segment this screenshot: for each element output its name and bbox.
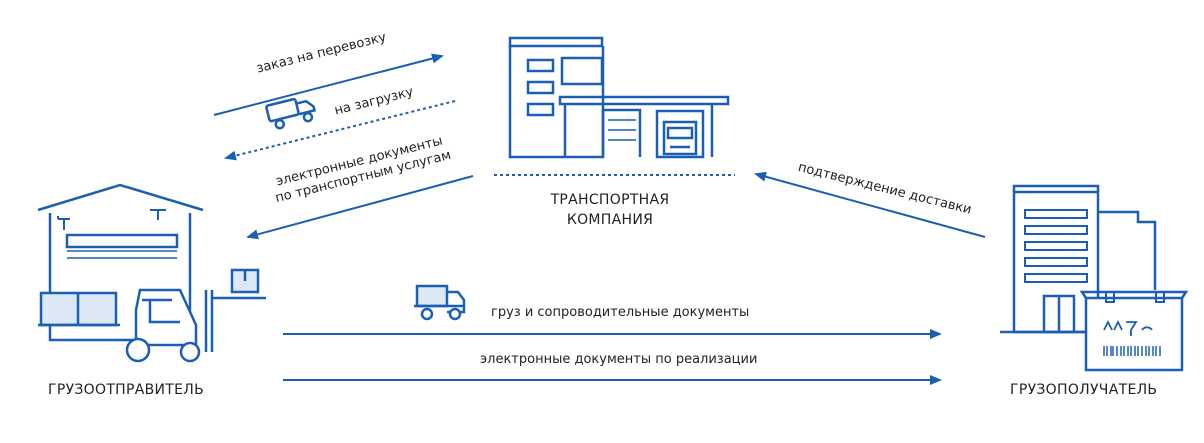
- transport-label-line1: ТРАНСПОРТНАЯ: [550, 192, 670, 208]
- office-building-box-icon: [1000, 184, 1189, 372]
- order-arrow: [213, 53, 444, 116]
- cargo-truck-icon: [414, 284, 466, 321]
- delivery-confirm-arrow: [754, 171, 986, 238]
- small-truck-icon: [265, 97, 317, 130]
- shipper-label: ГРУЗООТПРАВИТЕЛЬ: [48, 382, 205, 398]
- receiver-label: ГРУЗОПОЛУЧАТЕЛЬ: [1010, 382, 1158, 398]
- transport-label: ТРАНСПОРТНАЯ КОМПАНИЯ: [520, 190, 700, 230]
- edocs-sales-label: электронные документы по реализации: [480, 352, 758, 367]
- transport-label-line2: КОМПАНИЯ: [566, 212, 654, 228]
- cargo-docs-label: груз и сопроводительные документы: [491, 305, 750, 320]
- edocs-transport-arrow: [246, 175, 474, 240]
- office-garage-truck-icon: [508, 36, 730, 159]
- warehouse-forklift-icon: [37, 183, 266, 363]
- barcode-icon: [1103, 346, 1161, 356]
